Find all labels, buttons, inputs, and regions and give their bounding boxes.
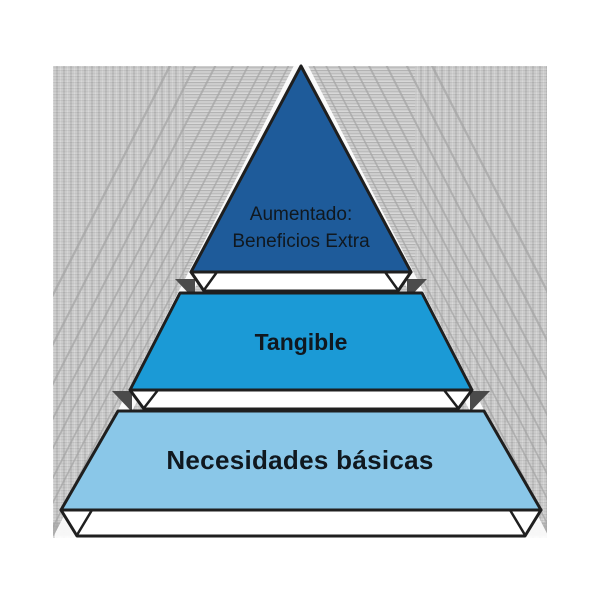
base-edge-notch-right — [508, 508, 527, 537]
gap2-shadow-right — [470, 391, 490, 412]
gap2-edge-notch-left — [142, 388, 160, 410]
gap1-edge-notch-right — [383, 270, 400, 292]
gap2-slab — [128, 388, 474, 411]
base-edge-notch-left — [75, 508, 94, 537]
gap1-slab — [189, 270, 413, 293]
level-top-face — [189, 64, 413, 274]
pyramid-shapes — [59, 64, 543, 538]
gap2-edge-notch-right — [442, 388, 460, 410]
base-slab — [59, 508, 543, 538]
level-bottom-label: Necesidades básicas — [166, 445, 433, 475]
level-middle-face — [128, 291, 474, 392]
gap2-shadow-left — [112, 391, 132, 412]
level-top-label-line2: Beneficios Extra — [232, 231, 370, 252]
level-bottom-face — [59, 409, 543, 512]
level-middle-label: Tangible — [255, 329, 348, 355]
level-top-label-line1: Aumentado: — [250, 204, 352, 225]
gap1-edge-notch-left — [202, 270, 219, 292]
